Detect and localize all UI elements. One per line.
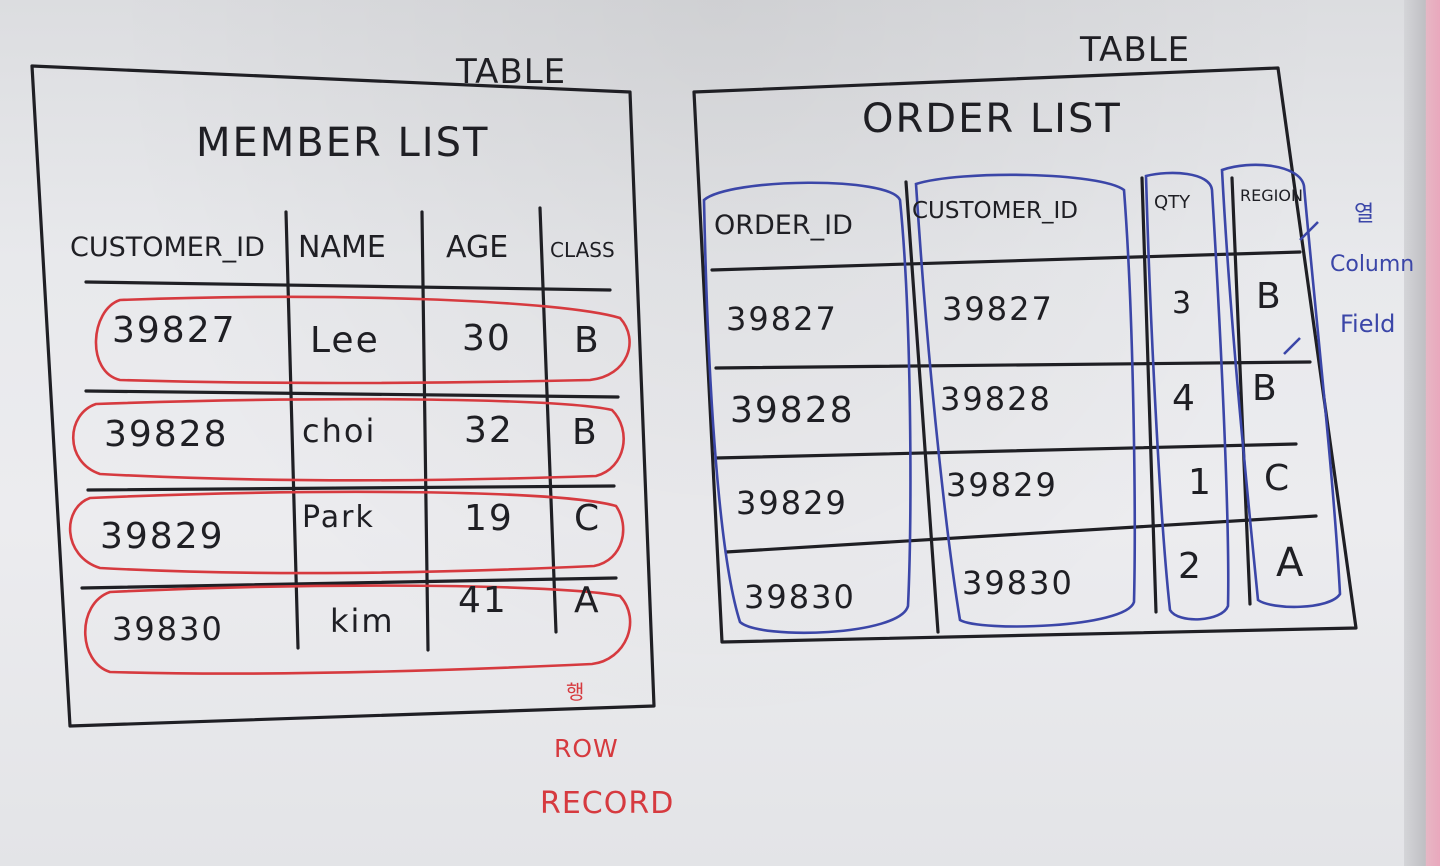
order-table-title: ORDER LIST [862,96,1122,142]
column-field-marker [914,173,1136,628]
column-annotation-tick [1299,221,1319,241]
order-cell: 4 [1172,378,1197,419]
member-cell: 39827 [112,310,237,351]
order-cell: 39830 [744,578,856,616]
member-table-title: MEMBER LIST [196,120,490,166]
member-row-line [86,484,616,492]
member-header-age: AGE [446,230,509,265]
member-cell: B [574,320,601,361]
row-record-marker [83,584,632,675]
column-field-marker [1144,171,1230,621]
member-cell: choi [302,412,377,450]
column-korean-label: 열 [1354,202,1376,227]
field-label: Field [1340,310,1396,338]
member-header-class: CLASS [550,238,615,262]
member-cell: A [574,580,601,621]
order-col-line [904,180,940,634]
member-table-border [30,64,656,728]
order-cell: A [1276,540,1306,586]
column-field-marker [1220,163,1342,609]
order-cell: 39827 [942,290,1054,328]
member-col-line [538,206,558,634]
member-cell: 19 [464,498,514,539]
member-cell: Lee [310,320,380,361]
member-row-line [84,389,620,399]
column-field-marker [702,181,912,635]
member-cell: 39829 [100,516,225,557]
order-cell: B [1256,276,1283,317]
member-cell: kim [330,602,395,640]
order-header-order-id: ORDER_ID [714,210,853,241]
order-cell: 39828 [940,380,1052,418]
order-col-line [1140,176,1158,614]
member-cell: 32 [464,410,514,451]
order-row-line [714,442,1298,460]
member-cell: B [572,412,599,453]
member-cell: 39830 [112,610,224,648]
order-table-border [692,66,1358,644]
member-row-line [80,576,618,590]
row-record-marker [72,397,625,482]
order-cell: 3 [1172,286,1194,321]
notebook-page-edge [1404,0,1440,866]
member-cell: 30 [462,318,512,359]
order-cell: 1 [1188,462,1213,503]
member-col-line [284,210,300,650]
order-table-type-label: TABLE [1080,30,1191,70]
member-cell: 39828 [104,414,229,455]
column-label: Column [1330,252,1415,277]
order-header-customer-id: CUSTOMER_ID [912,198,1078,224]
order-header-qty: QTY [1154,192,1191,213]
order-header-line [710,250,1302,272]
member-cell: Park [302,500,375,535]
row-record-marker [94,295,631,385]
member-cell: 41 [458,580,508,621]
row-record-marker [68,490,625,575]
member-header-name: NAME [298,230,386,265]
member-col-line [420,210,430,652]
order-row-line [714,360,1312,370]
order-cell: 39829 [736,484,848,522]
order-cell: 2 [1178,546,1203,587]
order-cell: B [1252,368,1279,409]
row-label: ROW [554,734,619,763]
record-label: RECORD [540,786,675,821]
order-header-region: REGION [1240,186,1303,205]
member-table-type-label: TABLE [456,52,567,92]
member-header-customer-id: CUSTOMER_ID [70,232,265,263]
order-cell: C [1264,458,1292,499]
order-cell: 39828 [730,390,855,431]
order-col-line [1230,176,1252,606]
column-annotation-tick [1283,337,1301,355]
member-cell: C [574,498,602,539]
order-row-line [724,514,1318,554]
member-header-line [84,280,612,292]
order-cell: 39827 [726,300,838,338]
order-cell: 39829 [946,466,1058,504]
row-korean-label: 행 [566,680,586,704]
order-cell: 39830 [962,564,1074,602]
